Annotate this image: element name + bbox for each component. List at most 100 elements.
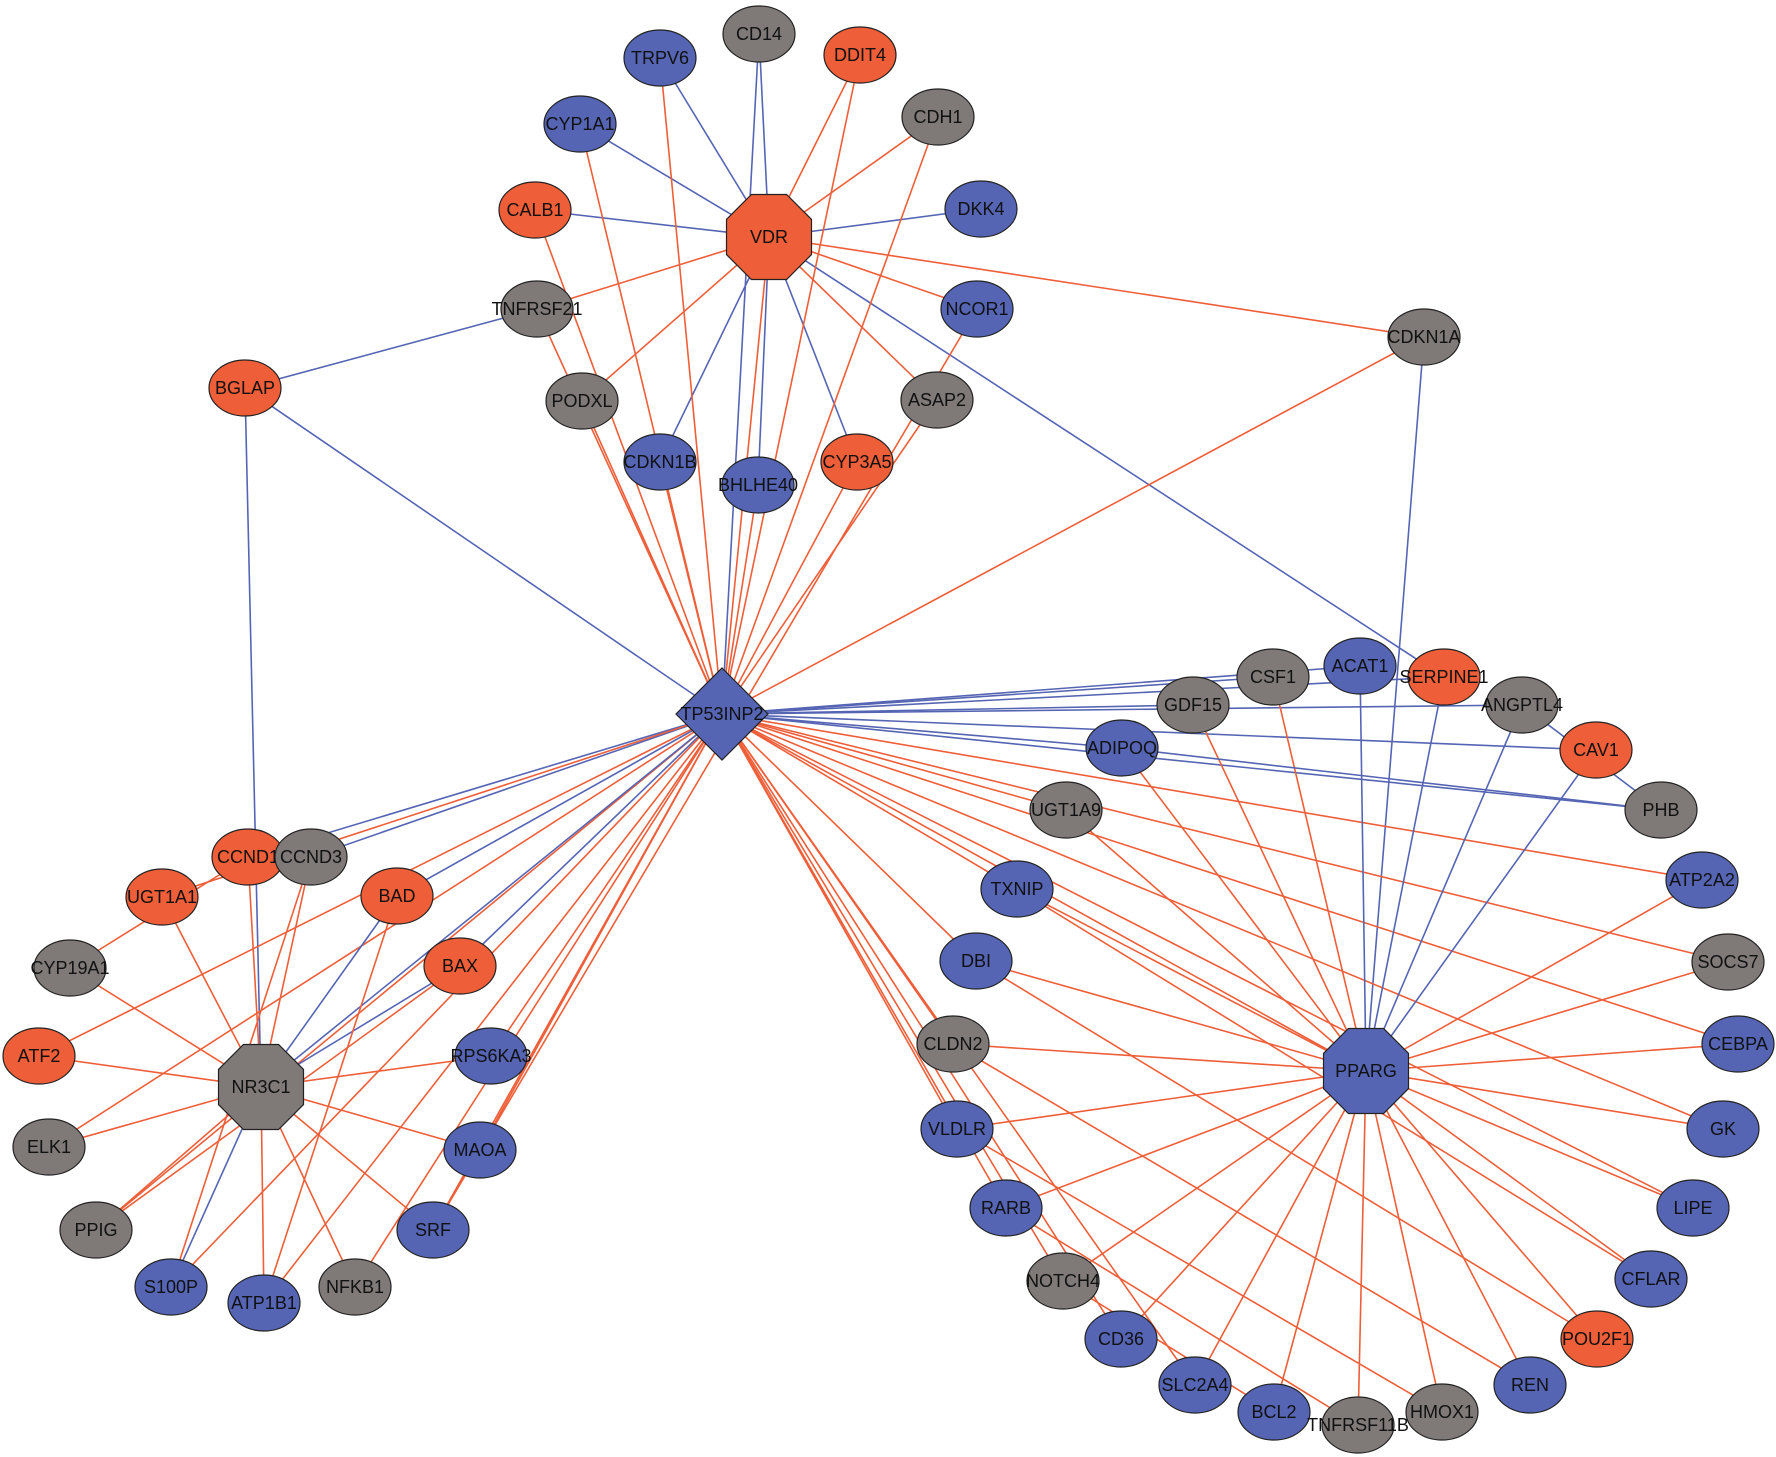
edge-tp53inp2-bad — [396, 713, 723, 897]
node-label-tnfrsf21: TNFRSF21 — [491, 299, 582, 319]
node-label-cyp19a1: CYP19A1 — [30, 958, 109, 978]
node-cldn2-ellipse — [916, 1015, 990, 1073]
node-label-s100p: S100P — [144, 1277, 198, 1297]
node-label-cav1: CAV1 — [1573, 740, 1619, 760]
node-acat1: ACAT1 — [1323, 637, 1397, 695]
node-label-ncor1: NCOR1 — [945, 299, 1008, 319]
node-label-bad: BAD — [378, 886, 415, 906]
node-ccnd3-ellipse — [274, 828, 348, 886]
node-serpine1-ellipse — [1407, 648, 1481, 706]
edge-tp53inp2-tnfrsf21 — [536, 308, 723, 715]
node-txnip: TXNIP — [980, 860, 1054, 918]
node-cflar: CFLAR — [1614, 1250, 1688, 1308]
node-tp53inp2: TP53INP2 — [675, 667, 769, 761]
node-podxl: PODXL — [545, 372, 619, 430]
node-label-hmox1: HMOX1 — [1410, 1402, 1474, 1422]
node-gdf15: GDF15 — [1156, 676, 1230, 734]
node-ccnd3: CCND3 — [274, 828, 348, 886]
node-cyp3a5: CYP3A5 — [820, 433, 894, 491]
node-label-cd14: CD14 — [736, 24, 782, 44]
node-ugt1a1: UGT1A1 — [125, 868, 199, 926]
node-srf-ellipse — [396, 1201, 470, 1259]
node-bglap-ellipse — [208, 359, 282, 417]
node-trpv6-ellipse — [623, 29, 697, 87]
node-label-maoa: MAOA — [453, 1140, 506, 1160]
edge-tp53inp2-cdh1 — [721, 116, 939, 715]
edge-pparg-vldlr — [956, 1070, 1367, 1130]
edge-pparg-pou2f1 — [1365, 1070, 1598, 1340]
edge-tp53inp2-ccnd3 — [310, 713, 723, 858]
node-nfkb1-ellipse — [318, 1258, 392, 1316]
node-cd14-ellipse — [722, 5, 796, 63]
node-label-cebpa: CEBPA — [1708, 1034, 1768, 1054]
node-adipoq: ADIPOQ — [1085, 719, 1159, 777]
edge-tp53inp2-lipe — [721, 713, 1694, 1209]
node-label-calb1: CALB1 — [506, 200, 563, 220]
node-label-tnfrsf11b: TNFRSF11B — [1307, 1415, 1409, 1435]
edge-bglap-nr3c1 — [244, 387, 262, 1088]
edge-pparg-csf1 — [1272, 676, 1367, 1072]
node-label-socs7: SOCS7 — [1697, 952, 1758, 972]
edge-tp53inp2-dbi — [721, 713, 977, 962]
node-label-atf2: ATF2 — [18, 1046, 61, 1066]
node-label-dkk4: DKK4 — [957, 199, 1004, 219]
edge-tp53inp2-nfkb1 — [354, 713, 723, 1288]
node-ren-ellipse — [1493, 1356, 1567, 1414]
node-ppig-ellipse — [59, 1201, 133, 1259]
node-dbi-ellipse — [939, 932, 1013, 990]
node-label-serpine1: SERPINE1 — [1399, 667, 1488, 687]
edge-pparg-cebpa — [1365, 1043, 1739, 1072]
edge-pparg-gk — [1365, 1070, 1724, 1130]
node-label-bcl2: BCL2 — [1251, 1402, 1296, 1422]
node-hmox1-ellipse — [1405, 1383, 1479, 1441]
node-cdkn1b-ellipse — [623, 433, 697, 491]
edge-tnfrsf11b-rarb — [1005, 1207, 1359, 1426]
edge-bad-atp1b1 — [263, 895, 398, 1304]
node-label-angptl4: ANGPTL4 — [1481, 695, 1563, 715]
node-label-bglap: BGLAP — [215, 378, 275, 398]
edge-tp53inp2-asap2 — [721, 399, 938, 715]
edge-tp53inp2-atp2a2 — [721, 713, 1703, 881]
edge-pparg-gdf15 — [1192, 704, 1367, 1072]
node-tp53inp2-diamond — [675, 667, 769, 761]
node-cyp3a5-ellipse — [820, 433, 894, 491]
node-atp2a2-ellipse — [1665, 851, 1739, 909]
node-hmox1: HMOX1 — [1405, 1383, 1479, 1441]
node-label-adipoq: ADIPOQ — [1087, 738, 1157, 758]
node-label-nr3c1: NR3C1 — [231, 1077, 290, 1097]
edge-pparg-ren — [1365, 1070, 1531, 1386]
node-adipoq-ellipse — [1085, 719, 1159, 777]
node-asap2-ellipse — [900, 371, 974, 429]
edge-tp53inp2-ppig — [95, 713, 723, 1231]
node-phb-ellipse — [1624, 781, 1698, 839]
node-label-tp53inp2: TP53INP2 — [680, 704, 763, 724]
node-label-ddit4: DDIT4 — [834, 45, 886, 65]
node-tnfrsf21-ellipse — [500, 280, 574, 338]
node-label-rarb: RARB — [981, 1198, 1031, 1218]
node-vldlr-ellipse — [920, 1100, 994, 1158]
node-bglap: BGLAP — [208, 359, 282, 417]
node-gk: GK — [1686, 1100, 1760, 1158]
node-dkk4-ellipse — [944, 180, 1018, 238]
edge-pparg-angptl4 — [1365, 704, 1523, 1072]
node-pparg-octagon — [1322, 1027, 1410, 1115]
node-label-ccnd1: CCND1 — [217, 847, 279, 867]
node-cdh1: CDH1 — [901, 88, 975, 146]
edge-vdr-cdkn1a — [768, 236, 1425, 338]
edge-tp53inp2-ugt1a9 — [721, 713, 1067, 811]
node-cdkn1b: CDKN1B — [623, 433, 697, 491]
node-gk-ellipse — [1686, 1100, 1760, 1158]
node-label-cyp3a5: CYP3A5 — [822, 452, 891, 472]
node-ncor1: NCOR1 — [940, 280, 1014, 338]
node-label-asap2: ASAP2 — [908, 390, 966, 410]
node-rps6ka3: RPS6KA3 — [450, 1027, 532, 1085]
node-asap2: ASAP2 — [900, 371, 974, 429]
edge-pparg-socs7 — [1365, 961, 1729, 1072]
node-label-dbi: DBI — [961, 951, 991, 971]
node-ccnd1: CCND1 — [211, 828, 285, 886]
edge-pparg-notch4 — [1062, 1070, 1367, 1282]
node-label-ppig: PPIG — [74, 1220, 117, 1240]
node-cav1: CAV1 — [1559, 721, 1633, 779]
